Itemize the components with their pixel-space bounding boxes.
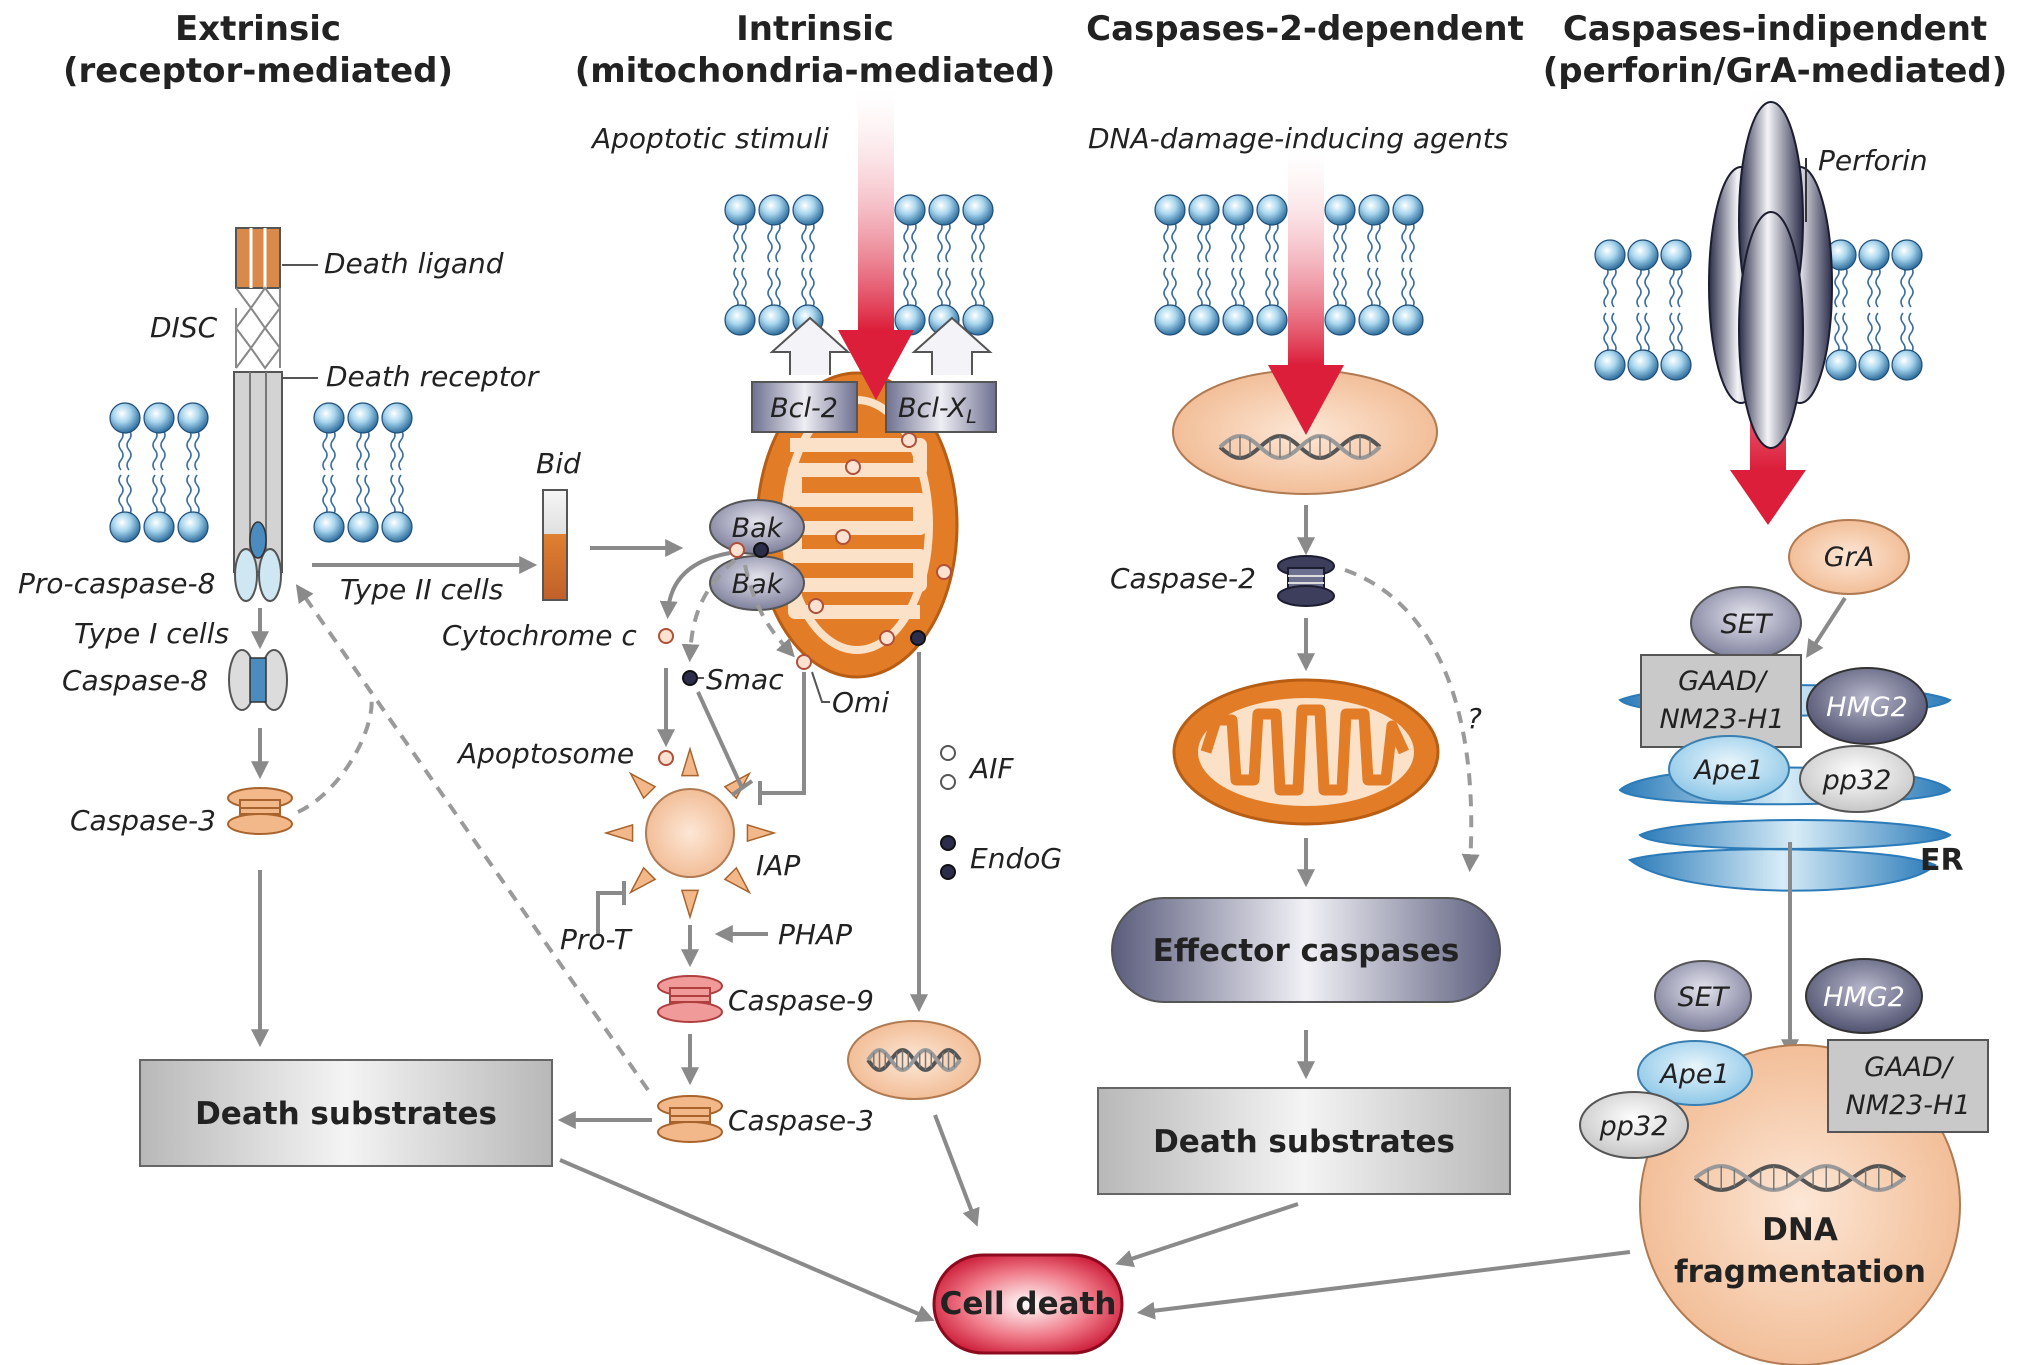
label-pro-caspase-8: Pro-caspase-8 xyxy=(18,567,215,600)
apoptosome xyxy=(603,746,777,920)
label-endog: EndoG xyxy=(970,842,1062,875)
label-death-receptor: Death receptor xyxy=(326,360,540,393)
label-perforin: Perforin xyxy=(1818,144,1928,177)
caspase-2 xyxy=(1277,555,1335,607)
death-substrates-box-extrinsic xyxy=(139,1059,553,1167)
bcl-2-box xyxy=(751,316,858,433)
stimulus-arrow-casp2 xyxy=(1288,150,1324,365)
lipid-bilayers xyxy=(109,194,1923,543)
pp32-protein-2 xyxy=(1579,1091,1689,1159)
label-caspase-3-intrinsic: Caspase-3 xyxy=(728,1104,874,1137)
mitochondrion-casp2 xyxy=(1172,678,1440,826)
label-death-substrates-extrinsic: Death substrates xyxy=(195,1096,497,1132)
header-extrinsic-line2: (receptor-mediated) xyxy=(63,51,453,91)
header-extrinsic-line1: Extrinsic xyxy=(175,9,341,49)
label-dna-fragmentation-line2: fragmentation xyxy=(1674,1254,1926,1290)
label-gaad-2-line2: NM23-H1 xyxy=(1845,1090,1970,1121)
label-iap: IAP xyxy=(756,849,800,882)
header-casp2: Caspases-2-dependent xyxy=(1086,9,1524,49)
perforin-pore xyxy=(1708,101,1833,449)
label-dna-damage-agents: DNA-damage-inducing agents xyxy=(1088,122,1508,155)
header-indep-line1: Caspases-indipendent xyxy=(1563,9,1987,49)
bid-protein xyxy=(542,489,568,601)
label-bcl-xl: Bcl-XL xyxy=(898,393,977,428)
effector-caspases-box xyxy=(1111,897,1501,1003)
label-bcl-2: Bcl-2 xyxy=(770,393,838,424)
header-intrinsic-line2: (mitochondria-mediated) xyxy=(575,51,1056,91)
extrinsic-pathway: Death ligand DISC Death receptor Pro-cas… xyxy=(18,227,553,1167)
bcl-xl-box xyxy=(885,316,997,433)
label-caspase-8: Caspase-8 xyxy=(62,664,208,697)
ape1-protein-2 xyxy=(1637,1040,1753,1106)
caspase-9 xyxy=(657,975,723,1023)
label-apoptotic-stimuli: Apoptotic stimuli xyxy=(590,122,829,155)
gaad-box-1 xyxy=(1640,654,1802,748)
caspase-independent-pathway: Perforin GrA ER SET GAAD/ NM23-H1 HMG2 A… xyxy=(1579,90,1989,1365)
caspase-2-pathway: DNA-damage-inducing agents Caspase-2 ? E… xyxy=(1088,122,1511,1195)
hmg2-protein-1 xyxy=(1806,667,1928,745)
header-intrinsic-line1: Intrinsic xyxy=(736,9,894,49)
death-substrates-box-casp2 xyxy=(1097,1087,1511,1195)
label-phap: PHAP xyxy=(778,918,852,951)
label-hmg2-1: HMG2 xyxy=(1826,692,1908,723)
label-bak-2: Bak xyxy=(732,569,784,600)
pro-caspase-8 xyxy=(234,521,282,602)
label-gra: GrA xyxy=(1824,542,1875,573)
label-bak-1: Bak xyxy=(732,513,784,544)
caspase-3-extrinsic xyxy=(227,787,293,835)
label-pro-t: Pro-T xyxy=(560,923,633,956)
pp32-protein-1 xyxy=(1799,745,1915,813)
label-caspase-9: Caspase-9 xyxy=(728,984,874,1017)
label-hmg2-2: HMG2 xyxy=(1823,982,1905,1013)
dna-helix-casp2 xyxy=(1218,434,1382,460)
label-aif: AIF xyxy=(968,752,1014,785)
label-death-substrates-casp2: Death substrates xyxy=(1153,1124,1455,1160)
label-caspase-3-extrinsic: Caspase-3 xyxy=(70,804,216,837)
hmg2-protein-2 xyxy=(1805,958,1923,1034)
caspase-8 xyxy=(228,649,288,711)
label-ape1-1: Ape1 xyxy=(1692,755,1763,786)
label-cell-death: Cell death xyxy=(940,1286,1117,1322)
intrinsic-pathway: Apoptotic stimuli Bid Bcl-2 Bcl-XL xyxy=(442,90,1062,1227)
stimulus-arrow-intrinsic xyxy=(858,90,894,330)
label-er: ER xyxy=(1920,843,1964,878)
set-protein-2 xyxy=(1654,960,1752,1032)
dna-helix-fragmentation xyxy=(1693,1164,1907,1192)
label-disc: DISC xyxy=(150,311,218,344)
header-indep-line2: (perforin/GrA-mediated) xyxy=(1543,51,2008,91)
cell-death-node xyxy=(932,1253,1124,1355)
gra-protein xyxy=(1788,519,1910,595)
label-cytochrome-c: Cytochrome c xyxy=(442,619,637,652)
label-set-2: SET xyxy=(1678,982,1731,1013)
label-smac: Smac xyxy=(706,663,784,696)
label-set-1: SET xyxy=(1721,609,1774,640)
label-effector-caspases: Effector caspases xyxy=(1153,933,1460,969)
label-gaad-2-line1: GAAD/ xyxy=(1864,1052,1955,1083)
label-bid: Bid xyxy=(536,447,581,480)
gaad-box-2 xyxy=(1827,1039,1989,1133)
death-receptor xyxy=(233,371,283,573)
label-caspase-2: Caspase-2 xyxy=(1110,562,1256,595)
label-apoptosome: Apoptosome xyxy=(456,737,634,770)
label-type-ii-cells: Type II cells xyxy=(340,573,503,606)
dna-helix-intrinsic xyxy=(866,1048,962,1072)
caspase-3-intrinsic xyxy=(657,1095,723,1143)
label-pp32-2: pp32 xyxy=(1599,1111,1669,1142)
death-ligand xyxy=(234,227,282,370)
label-death-ligand: Death ligand xyxy=(324,247,504,280)
label-question-mark: ? xyxy=(1467,702,1482,735)
label-type-i-cells: Type I cells xyxy=(74,617,229,650)
label-gaad-1-line1: GAAD/ xyxy=(1678,666,1769,697)
label-pp32-1: pp32 xyxy=(1822,765,1892,796)
ape1-protein-1 xyxy=(1668,735,1790,803)
label-omi: Omi xyxy=(832,686,889,719)
label-ape1-2: Ape1 xyxy=(1658,1059,1729,1090)
label-dna-fragmentation-line1: DNA xyxy=(1762,1212,1838,1248)
label-gaad-1-line2: NM23-H1 xyxy=(1659,704,1784,735)
